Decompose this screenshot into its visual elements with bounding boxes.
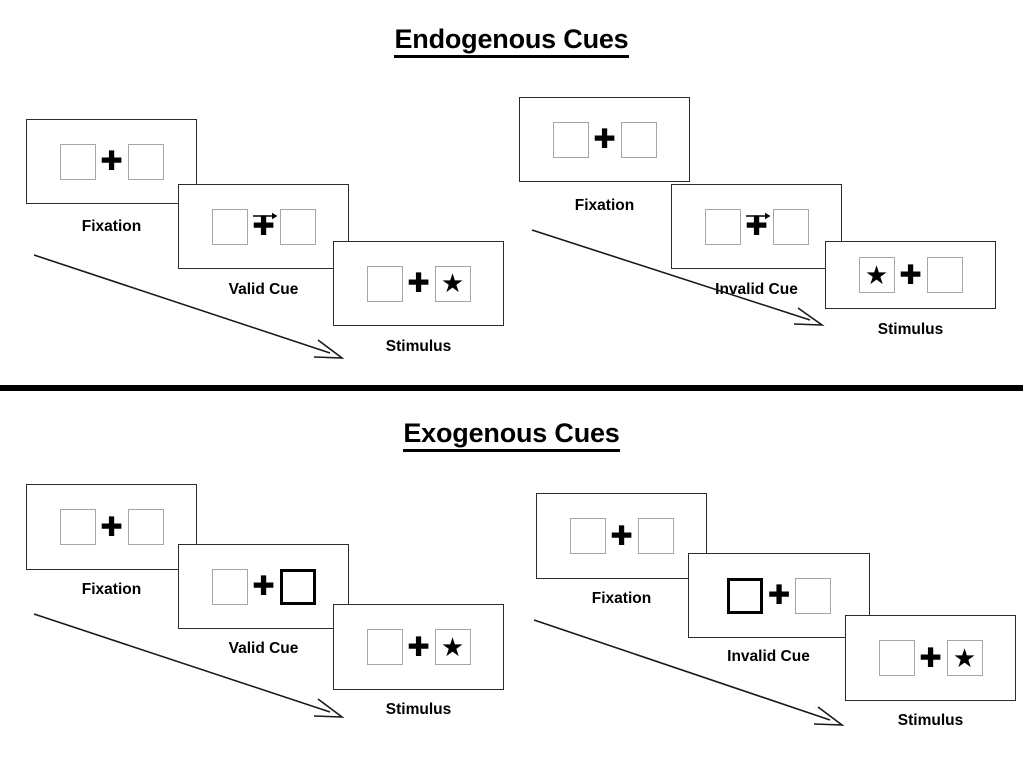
stimulus-box-right <box>772 208 809 245</box>
caption-endogenous-valid-cue: Valid Cue <box>228 281 299 298</box>
stimulus-box-right <box>926 257 963 293</box>
caption-exogenous-valid-stimulus: Stimulus <box>385 701 452 718</box>
plus-icon: ✚ <box>767 580 791 611</box>
plus-icon: ✚ <box>899 259 922 291</box>
panel-endogenous-invalid-stimulus[interactable]: ★ ✚ <box>825 241 996 309</box>
caption-endogenous-invalid-cue: Invalid Cue <box>715 281 798 298</box>
section-title-endogenous-text: Endogenous Cues <box>394 24 629 58</box>
section-title-exogenous-text: Exogenous Cues <box>403 418 620 452</box>
plus-icon: ✚ <box>407 631 430 663</box>
fixation-cross: ✚ <box>589 126 621 153</box>
stimulus-box-left <box>569 518 606 554</box>
stimulus-box-right-target: ★ <box>434 265 471 302</box>
fixation-cross: ✚ <box>915 645 947 672</box>
panel-exogenous-valid-fixation[interactable]: ✚ <box>26 484 197 570</box>
plus-icon: ✚ <box>252 571 275 602</box>
section-endogenous: Endogenous Cues ✚ Fixation ✚ Valid Cue <box>0 24 1023 359</box>
stimulus-box-right <box>795 577 831 614</box>
panel-endogenous-valid-stimulus[interactable]: ✚ ★ <box>333 241 504 326</box>
plus-icon: ✚ <box>919 642 942 674</box>
caption-exogenous-valid-cue: Valid Cue <box>228 640 299 657</box>
panel-exogenous-invalid-stimulus[interactable]: ✚ ★ <box>845 615 1016 701</box>
fixation-cross: ✚ <box>606 523 638 550</box>
star-icon: ★ <box>440 268 465 298</box>
fixation-cross: ✚ <box>763 582 795 609</box>
plus-icon: ✚ <box>100 146 123 177</box>
fixation-cross-with-cue: ✚ <box>248 211 280 242</box>
stimulus-box-right <box>279 208 316 245</box>
arrow-right-icon <box>745 212 770 220</box>
stimulus-box-left <box>704 208 741 245</box>
stimulus-box-right-cued <box>279 568 316 605</box>
fixation-cross: ✚ <box>248 573 280 600</box>
stimulus-box-left <box>366 265 403 302</box>
panel-endogenous-valid-cue[interactable]: ✚ <box>178 184 349 269</box>
star-icon: ★ <box>952 642 977 673</box>
plus-icon: ✚ <box>407 268 430 299</box>
panel-exogenous-valid-stimulus[interactable]: ✚ ★ <box>333 604 504 690</box>
plus-icon: ✚ <box>252 211 275 242</box>
panel-endogenous-invalid-fixation[interactable]: ✚ <box>519 97 690 182</box>
section-exogenous: Exogenous Cues ✚ Fixation ✚ Valid Cue ✚ <box>0 392 1023 767</box>
stimulus-box-left-cued <box>727 577 763 614</box>
plus-icon: ✚ <box>100 511 123 543</box>
stimulus-box-left <box>211 208 248 245</box>
stimulus-box-right-target: ★ <box>434 629 471 665</box>
arrow-right-icon <box>252 212 277 220</box>
plus-icon: ✚ <box>593 124 616 155</box>
stimulus-box-left <box>59 509 96 545</box>
panel-exogenous-valid-cue[interactable]: ✚ <box>178 544 349 629</box>
stimulus-box-right-target: ★ <box>946 640 983 676</box>
caption-exogenous-invalid-fixation: Fixation <box>591 590 652 607</box>
fixation-cross: ✚ <box>403 634 435 661</box>
fixation-cross: ✚ <box>403 270 435 297</box>
stimulus-box-left <box>59 143 96 180</box>
fixation-cross: ✚ <box>895 262 927 289</box>
panel-exogenous-invalid-fixation[interactable]: ✚ <box>536 493 707 579</box>
caption-endogenous-valid-stimulus: Stimulus <box>385 338 452 355</box>
panel-endogenous-invalid-cue[interactable]: ✚ <box>671 184 842 269</box>
section-title-endogenous: Endogenous Cues <box>0 24 1023 58</box>
caption-exogenous-invalid-stimulus: Stimulus <box>897 712 964 729</box>
panel-exogenous-invalid-cue[interactable]: ✚ <box>688 553 870 638</box>
caption-exogenous-invalid-cue: Invalid Cue <box>727 648 810 665</box>
stimulus-box-left <box>552 121 589 158</box>
star-icon: ★ <box>864 259 889 290</box>
fixation-cross-with-cue: ✚ <box>741 212 773 240</box>
fixation-cross: ✚ <box>96 514 128 541</box>
plus-icon: ✚ <box>610 520 633 552</box>
caption-endogenous-invalid-fixation: Fixation <box>574 197 635 214</box>
stimulus-box-right <box>127 509 164 545</box>
section-divider <box>0 385 1023 391</box>
caption-exogenous-valid-fixation: Fixation <box>81 581 142 598</box>
stimulus-box-left <box>366 629 403 665</box>
caption-endogenous-valid-fixation: Fixation <box>81 218 142 235</box>
stimulus-box-right <box>637 518 674 554</box>
caption-endogenous-invalid-stimulus: Stimulus <box>877 321 944 338</box>
stimulus-box-left <box>211 568 248 605</box>
fixation-cross: ✚ <box>96 148 128 175</box>
stimulus-box-right <box>620 121 657 158</box>
stimulus-box-right <box>127 143 164 180</box>
panel-endogenous-valid-fixation[interactable]: ✚ <box>26 119 197 204</box>
stimulus-box-left <box>878 640 915 676</box>
stimulus-box-left-target: ★ <box>858 257 895 293</box>
section-title-exogenous: Exogenous Cues <box>0 418 1023 452</box>
star-icon: ★ <box>440 631 465 662</box>
